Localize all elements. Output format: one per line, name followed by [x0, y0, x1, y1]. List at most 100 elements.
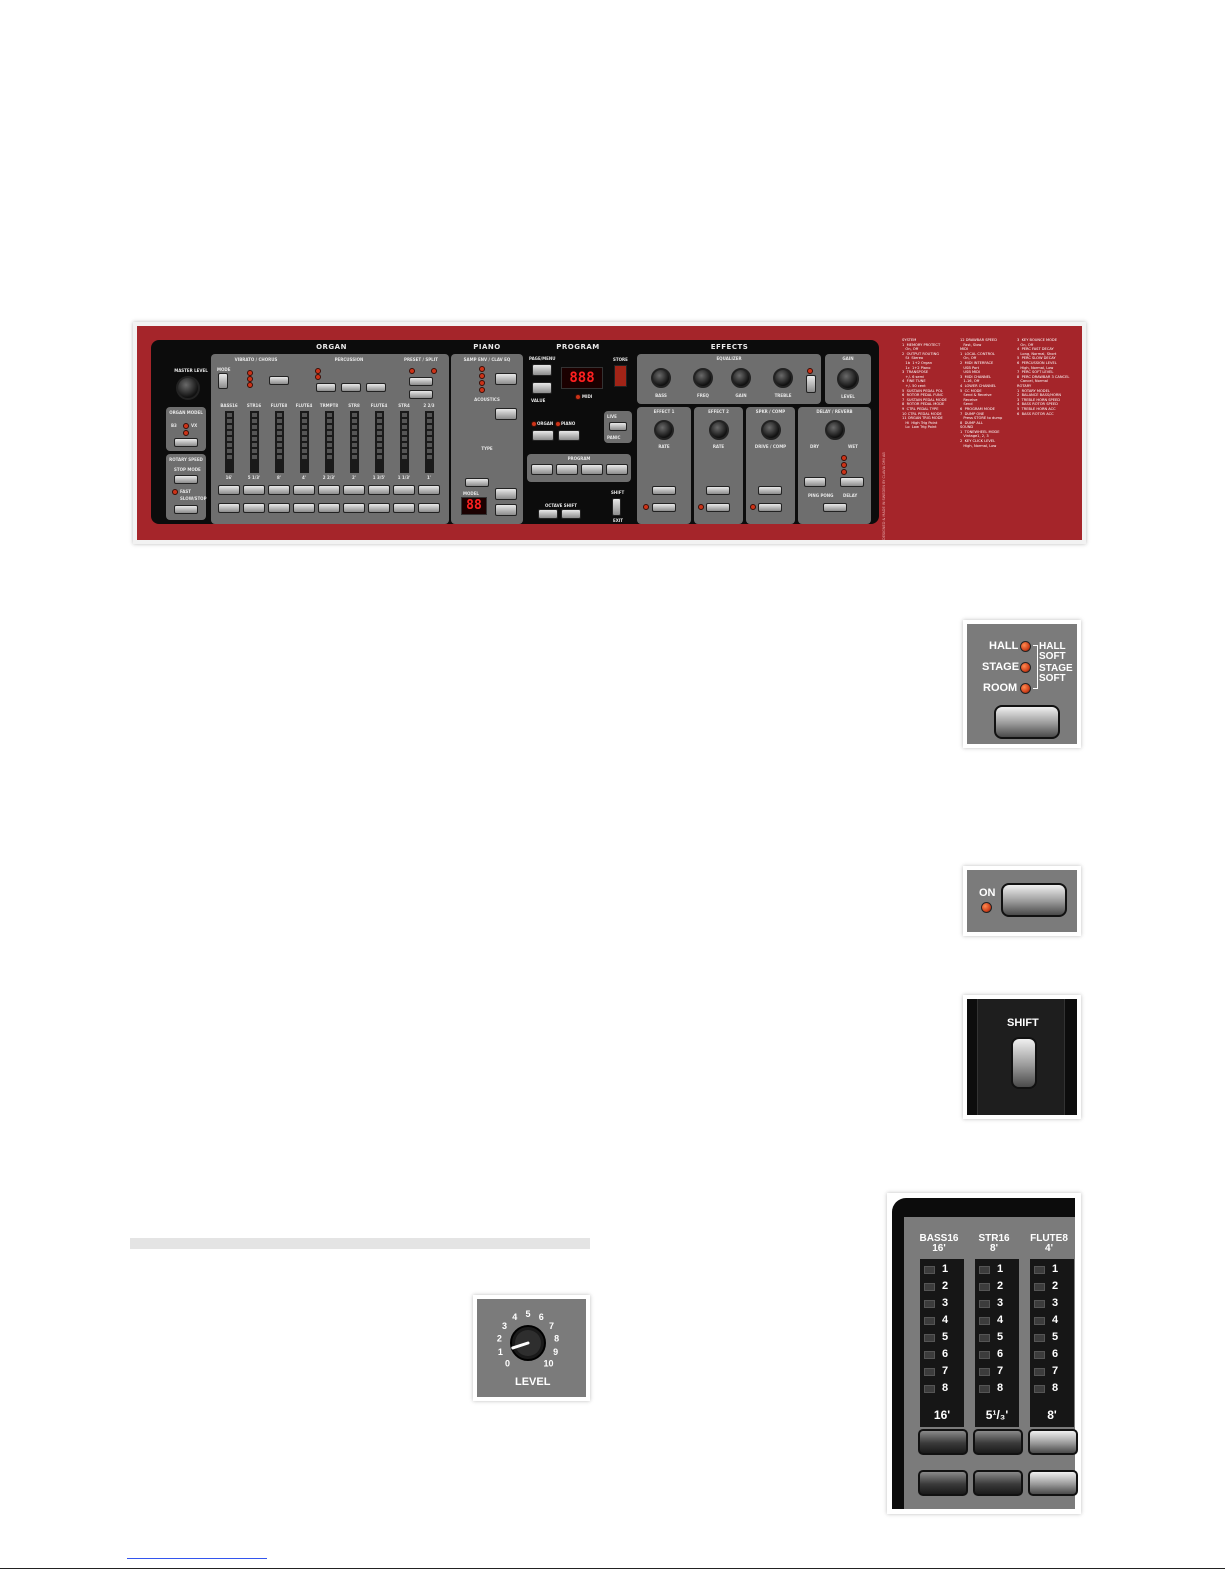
drawbar[interactable]	[250, 411, 259, 473]
on-detail-panel: ON	[967, 870, 1077, 932]
tempo-button[interactable]	[804, 477, 826, 487]
drawbar[interactable]	[325, 411, 334, 473]
drawbar[interactable]	[225, 411, 234, 473]
piano-type-button[interactable]	[465, 478, 489, 487]
vibrato-mode-button[interactable]	[218, 373, 228, 389]
drawbar-down-button[interactable]	[368, 503, 390, 513]
drawbar-down-button[interactable]	[268, 503, 290, 513]
split-button[interactable]	[409, 390, 433, 399]
eq-bass-knob[interactable]	[651, 368, 671, 388]
gain-level-knob[interactable]	[837, 368, 859, 390]
level-scale-number: 8	[554, 1334, 559, 1344]
organ-model-button[interactable]	[174, 438, 198, 447]
octave-down-button[interactable]	[538, 509, 558, 519]
eq-treble-knob[interactable]	[773, 368, 793, 388]
drawbar-down-button[interactable]	[973, 1470, 1023, 1496]
shift-button[interactable]	[1011, 1037, 1037, 1089]
drive-comp-knob[interactable]	[761, 420, 781, 440]
spkr-on-button[interactable]	[758, 503, 782, 512]
piano-model-down-button[interactable]	[495, 504, 517, 516]
piano-model-up-button[interactable]	[495, 488, 517, 500]
perc-soft-button[interactable]	[316, 383, 336, 392]
dry-wet-knob[interactable]	[825, 420, 845, 440]
drawbar-down-button[interactable]	[918, 1470, 968, 1496]
drawbar-down-button[interactable]	[293, 503, 315, 513]
samp-env-button[interactable]	[495, 373, 517, 385]
shift-small-button[interactable]	[612, 498, 621, 516]
effect1-on-button[interactable]	[652, 503, 676, 512]
drawbar-down-button[interactable]	[318, 503, 340, 513]
drawbar-up-button[interactable]	[1028, 1429, 1078, 1455]
drawbar-up-button[interactable]	[243, 485, 265, 495]
drawbar-up-button[interactable]	[368, 485, 390, 495]
drawbar-up-button[interactable]	[393, 485, 415, 495]
reverb-button[interactable]	[994, 705, 1060, 739]
footer-rule	[0, 1568, 1225, 1569]
page-down-button[interactable]	[532, 382, 552, 394]
store-button[interactable]	[614, 365, 627, 387]
on-label: ON	[979, 887, 996, 899]
drawbar-detail-foot-bottom: 5¹/₃'	[985, 1408, 1009, 1422]
effect1-rate-knob[interactable]	[654, 420, 674, 440]
drawbar-down-button[interactable]	[418, 503, 440, 513]
reverb-detail: HALL STAGE ROOM HALL SOFT STAGE SOFT	[963, 620, 1081, 748]
spkr-comp-section: SPKR / COMP DRIVE / COMP	[746, 407, 795, 524]
drawbar[interactable]	[300, 411, 309, 473]
octave-up-button[interactable]	[561, 509, 581, 519]
master-level-knob[interactable]	[176, 376, 200, 400]
vibrato-on-button[interactable]	[269, 376, 289, 385]
drawbar-up-button[interactable]	[343, 485, 365, 495]
piano-select-label: PIANO	[561, 421, 576, 426]
perc-third-button[interactable]	[366, 383, 386, 392]
program-1-button[interactable]	[531, 464, 553, 475]
perc-fast-button[interactable]	[341, 383, 361, 392]
drawbar[interactable]	[425, 411, 434, 473]
effect2-rate-knob[interactable]	[709, 420, 729, 440]
drawbar[interactable]	[275, 411, 284, 473]
program-4-button[interactable]	[606, 464, 628, 475]
drawbar-down-button[interactable]	[393, 503, 415, 513]
effect2-on-button[interactable]	[706, 503, 730, 512]
drawbar-down-button[interactable]	[1028, 1470, 1078, 1496]
led-rel1	[479, 387, 485, 393]
eq-on-button[interactable]	[806, 375, 816, 393]
stop-mode-button[interactable]	[174, 475, 198, 484]
effect2-type-button[interactable]	[706, 486, 730, 495]
piano-section: SAMP ENV / CLAV EQ ACOUSTICS TYPE MODEL …	[451, 354, 523, 524]
drawbar-up-button[interactable]	[318, 485, 340, 495]
live-button[interactable]	[609, 422, 627, 431]
preset-button[interactable]	[409, 377, 433, 386]
program-3-button[interactable]	[581, 464, 603, 475]
drawbar-down-button[interactable]	[243, 503, 265, 513]
drawbar-up-button[interactable]	[973, 1429, 1023, 1455]
on-led	[981, 902, 992, 913]
organ-select-button[interactable]	[532, 430, 554, 441]
drawbar-step-indicator	[1034, 1300, 1045, 1308]
drawbar[interactable]	[375, 411, 384, 473]
piano-select-button[interactable]	[558, 430, 580, 441]
level-scale-number: 0	[505, 1359, 510, 1369]
eq-freq-knob[interactable]	[693, 368, 713, 388]
drawbar[interactable]	[350, 411, 359, 473]
drawbar-up-button[interactable]	[293, 485, 315, 495]
rotary-speed-button[interactable]	[174, 505, 198, 514]
drawbar-down-button[interactable]	[343, 503, 365, 513]
on-button[interactable]	[1001, 883, 1067, 917]
drawbar-down-button[interactable]	[218, 503, 240, 513]
level-scale-number: 2	[497, 1334, 502, 1344]
drawbar-up-button[interactable]	[218, 485, 240, 495]
eq-gain-knob[interactable]	[731, 368, 751, 388]
page-up-button[interactable]	[532, 364, 552, 376]
reverb-type-button[interactable]	[840, 477, 864, 487]
acoustics-button[interactable]	[495, 408, 517, 420]
spkr-type-button[interactable]	[758, 486, 782, 495]
effect1-type-button[interactable]	[652, 486, 676, 495]
menu-column-system: SYSTEM 1 MEMORY PROTECT On, Off 2 OUTPUT…	[902, 338, 947, 430]
drawbar-up-button[interactable]	[918, 1429, 968, 1455]
delay-on-button[interactable]	[823, 503, 847, 512]
drawbar[interactable]	[400, 411, 409, 473]
drawbar-up-button[interactable]	[418, 485, 440, 495]
drawbar-up-button[interactable]	[268, 485, 290, 495]
program-2-button[interactable]	[556, 464, 578, 475]
